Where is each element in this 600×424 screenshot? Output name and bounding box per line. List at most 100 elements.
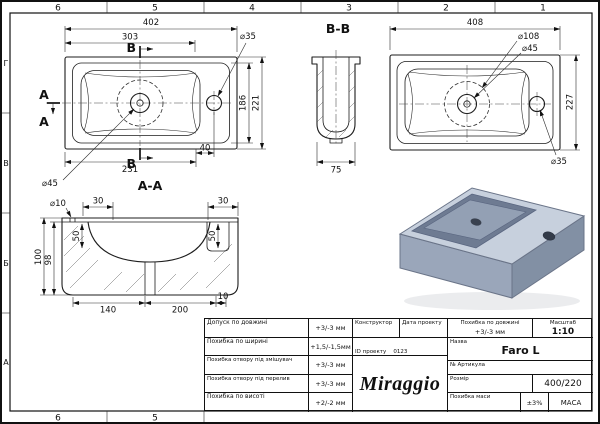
constructor-cell: Конструктор xyxy=(353,319,400,338)
article-cell: № Артикула xyxy=(448,361,593,375)
drain-hole-right xyxy=(456,93,478,115)
tolerance-value-3: +3/-3 мм xyxy=(309,356,353,375)
faucet-hole-right xyxy=(528,95,546,113)
dim-186: 186 xyxy=(239,95,249,111)
zone-label-left-g: Г xyxy=(4,59,9,68)
zone-label-left-b: Б xyxy=(3,259,9,268)
view-top-right: 408 ⌀108 ⌀45 ⌀35 227 xyxy=(389,18,580,167)
zone-label-top-1: 1 xyxy=(540,4,546,14)
tolerance-label-5: Похибка по висоті xyxy=(207,393,265,400)
zone-label-left-a: А xyxy=(3,358,9,367)
mass-tolerance-value: ±3% xyxy=(521,393,549,412)
project-date-cell: Дата проекту xyxy=(400,319,448,338)
section-aa-title: A-A xyxy=(138,178,163,193)
label-faucet-diameter: ⌀35 xyxy=(240,32,256,42)
size-label: Розмір xyxy=(450,376,469,382)
dim-227: 227 xyxy=(566,94,576,110)
overflow-outline xyxy=(116,79,164,127)
section-aa-dimensions: ⌀10 30 30 100 98 50 50 140 xyxy=(34,197,239,316)
length-tolerance-cell: Похибка по довжині +3/-3 мм xyxy=(448,319,533,338)
tolerance-value-5: +2/-2 мм xyxy=(309,393,353,412)
tolerance-value-4: +3/-3 мм xyxy=(309,375,353,393)
section-bb-dimensions: 75 xyxy=(316,142,356,176)
tolerance-row-label: Похибка по ширині xyxy=(205,338,309,356)
tolerance-row-label: Похибка отвору під змішувач xyxy=(205,356,309,375)
zone-label-bottom-6: 6 xyxy=(55,414,61,424)
section-bb-title: B-B xyxy=(326,21,350,36)
scale-cell: Масштаб 1:10 xyxy=(533,319,593,338)
section-marker-a-bottom: A xyxy=(39,114,49,129)
label-drain-diameter: ⌀45 xyxy=(42,179,58,189)
drain-hole xyxy=(129,92,151,114)
dim-10: 10 xyxy=(218,292,229,302)
size-value-cell: 400/220 xyxy=(533,375,593,393)
render-shadow xyxy=(404,292,580,310)
dim-221: 221 xyxy=(252,95,262,111)
render-drain-hole xyxy=(470,218,482,226)
tolerance-label-4: Похибка отвору під перелив xyxy=(207,376,290,382)
zone-label-top-3: 3 xyxy=(346,4,352,14)
scale-label: Масштаб xyxy=(549,320,577,326)
dim-40: 40 xyxy=(200,144,211,154)
project-id-label: ID проекту xyxy=(355,349,387,355)
label-overflow-diameter: ⌀108 xyxy=(518,32,539,42)
dim-200: 200 xyxy=(172,306,188,316)
zone-label-top-6: 6 xyxy=(55,4,61,14)
product-name-cell: Назва Faro L xyxy=(448,338,593,361)
tolerance-row-label: Похибка отвору під перелив xyxy=(205,375,309,393)
view-top-left: B B A A 402 303 186 221 xyxy=(39,18,266,189)
constructor-label: Конструктор xyxy=(355,320,393,326)
dim-50-right: 50 xyxy=(208,231,218,242)
section-bb-hatching xyxy=(316,69,356,138)
zone-label-left-v: В xyxy=(3,159,9,168)
length-tolerance-value: +3/-3 мм xyxy=(474,327,506,336)
sink-3d-render xyxy=(398,187,586,310)
tolerance-label-1: Допуск по довжині xyxy=(207,319,268,326)
dim-75: 75 xyxy=(331,166,342,176)
length-tolerance-label: Похибка по довжині xyxy=(460,320,520,326)
project-id-value: 0123 xyxy=(393,349,408,355)
section-marker-b-top: B xyxy=(126,40,136,55)
label-drain-diameter-right: ⌀45 xyxy=(522,44,538,54)
dim-50-left: 50 xyxy=(72,231,82,242)
view-section-aa: A-A ⌀10 30 30 100 xyxy=(34,178,239,316)
tolerance-value-1: +3/-3 мм xyxy=(309,319,353,338)
brand-logo: Miraggio xyxy=(359,372,441,395)
dim-98: 98 xyxy=(44,255,54,266)
label-faucet-diameter-right: ⌀35 xyxy=(551,157,567,167)
zone-label-top-5: 5 xyxy=(152,4,158,14)
zone-label-top-4: 4 xyxy=(249,4,255,14)
dim-231: 231 xyxy=(122,165,138,175)
section-marker-a-top: A xyxy=(39,87,49,102)
product-name-value: Faro L xyxy=(501,343,540,357)
section-line-a: A A xyxy=(39,87,60,129)
mass-tolerance-cell: Похибка маси xyxy=(448,393,521,412)
dim-408: 408 xyxy=(467,18,483,28)
dim-402: 402 xyxy=(143,18,159,28)
dim-d10: ⌀10 xyxy=(50,199,66,209)
tolerance-row-label: Допуск по довжині xyxy=(205,319,309,338)
view-section-bb: B-B 75 xyxy=(311,21,361,176)
article-label: № Артикула xyxy=(450,362,485,368)
section-aa-hatching xyxy=(63,225,233,293)
dim-100: 100 xyxy=(34,249,44,265)
dim-30-left: 30 xyxy=(93,197,104,207)
render-faucet-hole xyxy=(542,231,556,241)
tolerance-row-label: Похибка по висоті xyxy=(205,393,309,412)
view3-dimensions: 408 ⌀108 ⌀45 ⌀35 227 xyxy=(389,18,580,167)
scale-value: 1:10 xyxy=(551,326,575,337)
dim-303: 303 xyxy=(122,33,138,43)
title-block: Допуск по довжині +3/-3 мм Похибка по ши… xyxy=(204,318,593,412)
dim-140: 140 xyxy=(100,306,116,316)
project-id-cell: ID проекту 0123 xyxy=(353,338,448,356)
project-date-label: Дата проекту xyxy=(402,320,442,326)
dim-30-right: 30 xyxy=(218,197,229,207)
brand-cell: Miraggio xyxy=(353,356,448,412)
tolerance-label-2: Похибка по ширині xyxy=(207,338,268,345)
product-name-label: Назва xyxy=(450,339,468,345)
size-label-cell: Розмір xyxy=(448,375,533,393)
tolerance-value-2: +1,5/-1,5мм xyxy=(309,338,353,356)
tolerance-label-3: Похибка отвору під змішувач xyxy=(207,357,293,363)
